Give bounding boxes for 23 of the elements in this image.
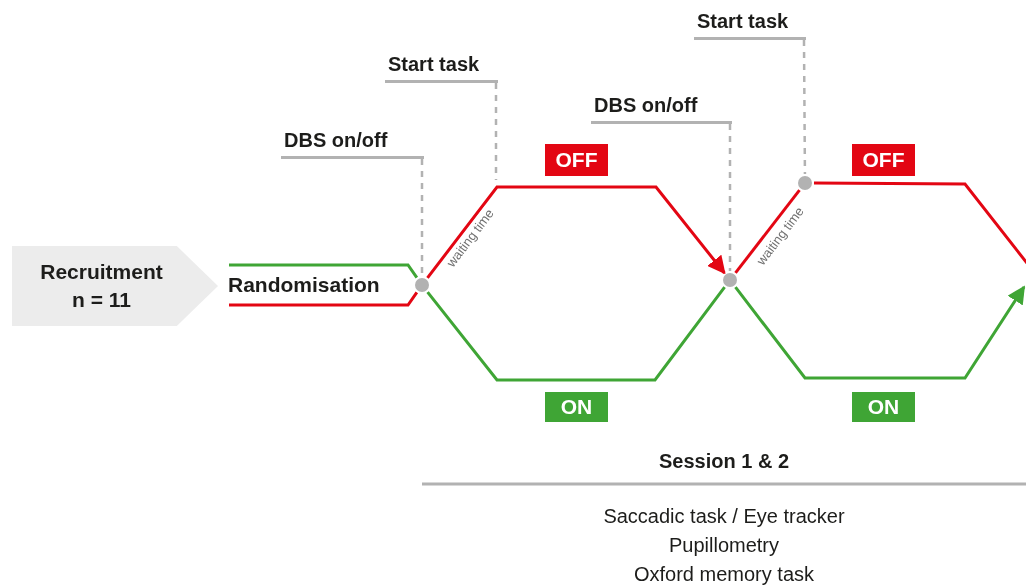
callout-label: DBS on/off: [281, 126, 424, 159]
flow-line: [734, 189, 801, 274]
on-badge: ON: [545, 392, 608, 422]
flow-line: [734, 285, 1026, 380]
leader-line: [728, 124, 732, 271]
measure-text: Oxford memory task: [633, 562, 814, 586]
stage-label: Randomisation: [228, 264, 410, 306]
flow-line: [227, 263, 419, 279]
callout-label: Start task: [385, 50, 498, 83]
callout-label: DBS on/off: [591, 91, 732, 124]
section-heading: Session 1 & 2: [658, 449, 790, 474]
leader-line: [802, 40, 807, 174]
leader-line: [420, 158, 424, 276]
flow-line: [227, 291, 419, 307]
on-badge: ON: [852, 392, 915, 422]
callout-label: Start task: [694, 7, 806, 40]
measure-text: Pupillometry: [668, 533, 779, 558]
flow-line: [426, 286, 726, 382]
measure-text: Saccadic task / Eye tracker: [603, 504, 845, 529]
off-badge: OFF: [545, 144, 608, 176]
leader-line: [494, 82, 498, 180]
flow-line: [426, 185, 726, 279]
off-badge: OFF: [852, 144, 915, 176]
